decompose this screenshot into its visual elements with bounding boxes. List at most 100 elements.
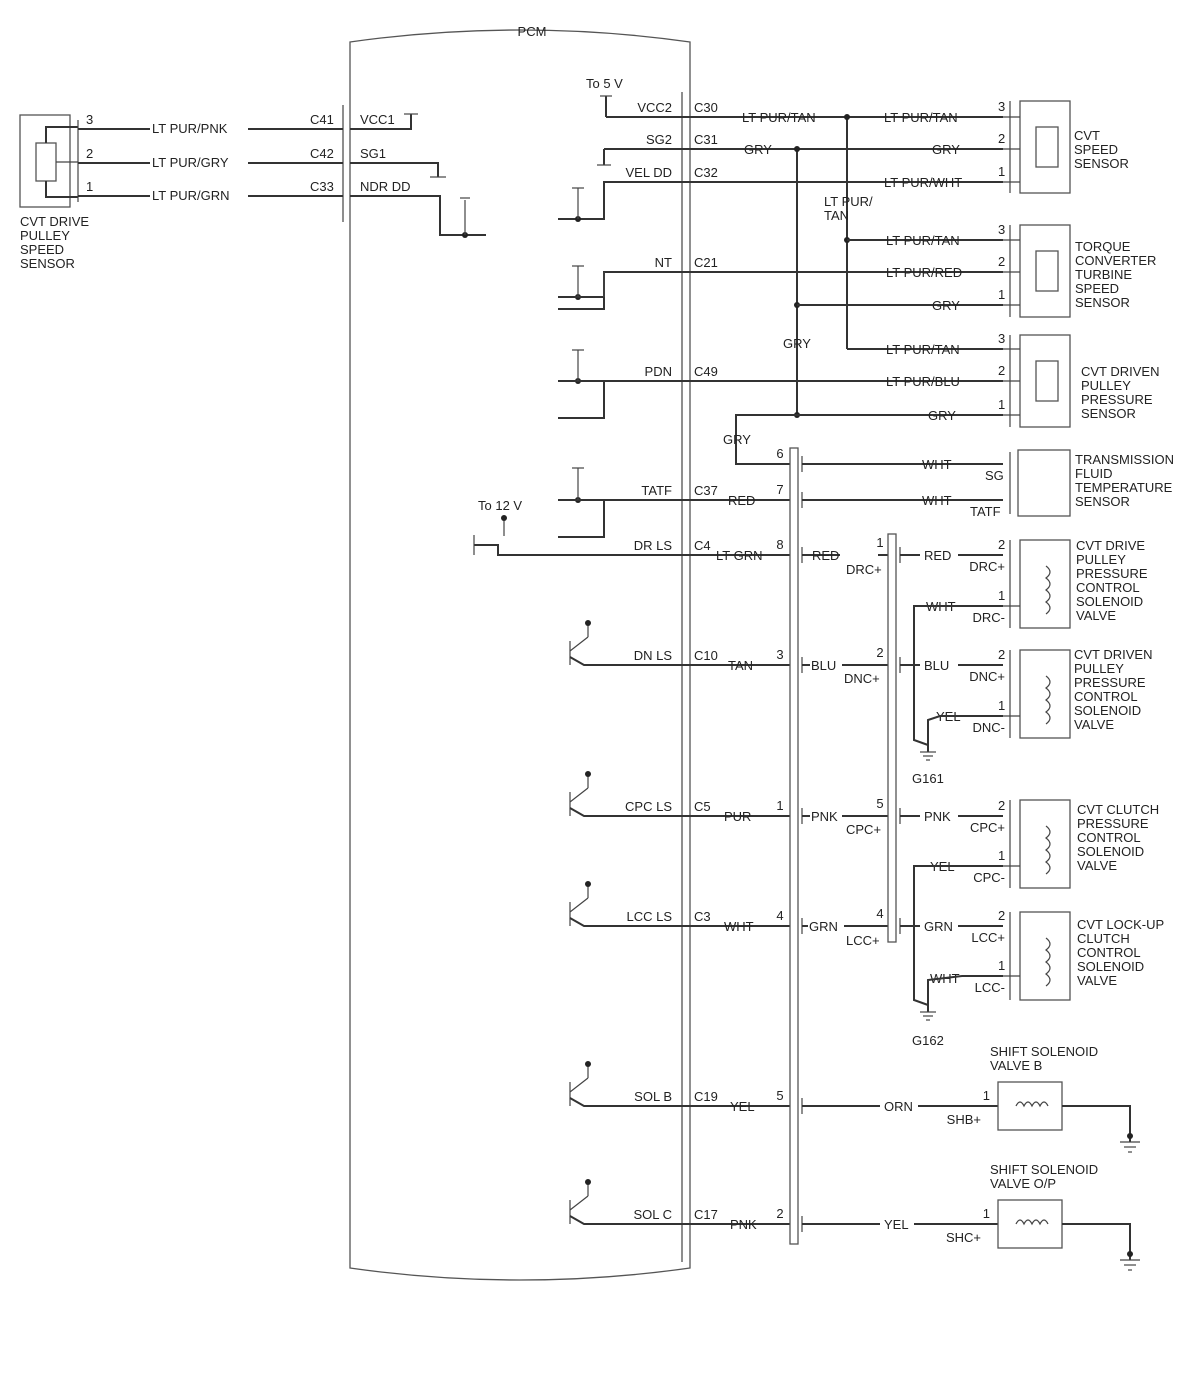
pin-number: 5 [876, 796, 883, 811]
pin-number: 1 [876, 535, 883, 550]
component-label: FLUID [1075, 466, 1113, 481]
term-label: SHB+ [947, 1112, 981, 1127]
wire-color: GRN [924, 919, 953, 934]
component-label: CVT DRIVE [20, 214, 89, 229]
pin-number: 2 [998, 537, 1005, 552]
component-label: SOLENOID [1076, 594, 1143, 609]
torque-element [1035, 250, 1059, 292]
driver-wire [569, 1215, 690, 1225]
pcm-signal: VCC1 [360, 112, 395, 127]
drc-solenoid-box [1019, 539, 1071, 629]
pcm-pin: C30 [694, 100, 718, 115]
pin-number: 1 [998, 848, 1005, 863]
pin-number: 2 [876, 645, 883, 660]
internal-sg1 [350, 162, 439, 177]
pcm-pin: C19 [694, 1089, 718, 1104]
pcm-pin: C42 [310, 146, 334, 161]
cvt-drive-sensor-element [35, 142, 57, 182]
component-label: VALVE [1077, 973, 1117, 988]
component-label: SPEED [1074, 142, 1118, 157]
cpc-coil [1045, 825, 1051, 875]
pin-number: 2 [998, 647, 1005, 662]
term-label: CPC- [973, 870, 1005, 885]
pin-number: 1 [998, 588, 1005, 603]
cpc-solenoid-box [1019, 799, 1071, 889]
wire-color: LT PUR/PNK [152, 121, 228, 136]
pin-number: 2 [998, 908, 1005, 923]
component-label: PRESSURE [1074, 675, 1146, 690]
ground-return [927, 715, 1003, 752]
pin-number: 1 [983, 1206, 990, 1221]
term-label: TATF [970, 504, 1001, 519]
driven_pressure-element [1035, 360, 1059, 402]
bus-label: GRY [783, 336, 811, 351]
wire-color: BLU [924, 658, 949, 673]
pin-number: 1 [86, 179, 93, 194]
term-label: LCC+ [846, 933, 880, 948]
splice-dot [794, 146, 800, 152]
connector-c2 [887, 533, 897, 943]
lcc-coil [1045, 937, 1051, 987]
term-label: SG [985, 468, 1004, 483]
wire-color: WHT [724, 919, 754, 934]
pin-number: 7 [776, 482, 783, 497]
pcm-title: PCM [518, 24, 547, 39]
wire-color: ORN [884, 1099, 913, 1114]
wire-color: BLU [811, 658, 836, 673]
pcm-signal: SG1 [360, 146, 386, 161]
term-label: LCC+ [971, 930, 1005, 945]
ground-return [927, 975, 1003, 1012]
wire-color: GRY [744, 142, 772, 157]
pcm-signal: DN LS [634, 648, 673, 663]
pin-number: 2 [998, 254, 1005, 269]
ground-return [1062, 1223, 1131, 1260]
pin-number: 2 [998, 798, 1005, 813]
connector-c1 [789, 447, 799, 1245]
shift-solenoid-0-coil [1015, 1101, 1049, 1108]
wire-color: LT PUR/WHT [884, 175, 962, 190]
ground-label: G162 [912, 1033, 944, 1048]
component-label: PULLEY [20, 228, 70, 243]
term-label: SHC+ [946, 1230, 981, 1245]
component-label: CVT DRIVE [1076, 538, 1145, 553]
term-label: DRC- [973, 610, 1006, 625]
pin-number: 4 [776, 908, 783, 923]
pcm-signal: TATF [641, 483, 672, 498]
pcm-pin: C5 [694, 799, 711, 814]
transistor [569, 636, 589, 652]
sensor-lead [45, 126, 78, 143]
component-label: CVT [1074, 128, 1100, 143]
bus-label: GRY [723, 432, 751, 447]
wire-color: LT PUR/RED [886, 265, 962, 280]
wire-color: WHT [922, 457, 952, 472]
wire-color: LT PUR/TAN [886, 342, 960, 357]
component-label: CVT DRIVEN [1081, 364, 1160, 379]
term-label: CPC+ [970, 820, 1005, 835]
wire-color: LT PUR/GRY [152, 155, 229, 170]
dnc-coil [1045, 675, 1051, 725]
pcm-signal: SOL C [633, 1207, 672, 1222]
component-label: CONVERTER [1075, 253, 1156, 268]
wire-color: GRY [932, 298, 960, 313]
transistor [569, 897, 589, 913]
component-label: CONTROL [1074, 689, 1138, 704]
wire-color: GRY [928, 408, 956, 423]
component-label: VALVE B [990, 1058, 1042, 1073]
term-label: DNC+ [844, 671, 880, 686]
component-label: TURBINE [1075, 267, 1132, 282]
pcm-signal: NT [655, 255, 672, 270]
component-label: CONTROL [1077, 945, 1141, 960]
term-label: DNC+ [969, 669, 1005, 684]
component-label: TORQUE [1075, 239, 1131, 254]
pcm-signal: NDR DD [360, 179, 411, 194]
component-label: VALVE [1076, 608, 1116, 623]
to-12v-label: To 12 V [478, 498, 522, 513]
pin-number: 3 [998, 331, 1005, 346]
component-label: VALVE [1077, 858, 1117, 873]
wire-color: RED [812, 548, 839, 563]
pcm-pin: C3 [694, 909, 711, 924]
pcm-signal: LCC LS [626, 909, 672, 924]
pin-number: 3 [776, 647, 783, 662]
pcm-pin: C37 [694, 483, 718, 498]
wire-color: YEL [884, 1217, 909, 1232]
